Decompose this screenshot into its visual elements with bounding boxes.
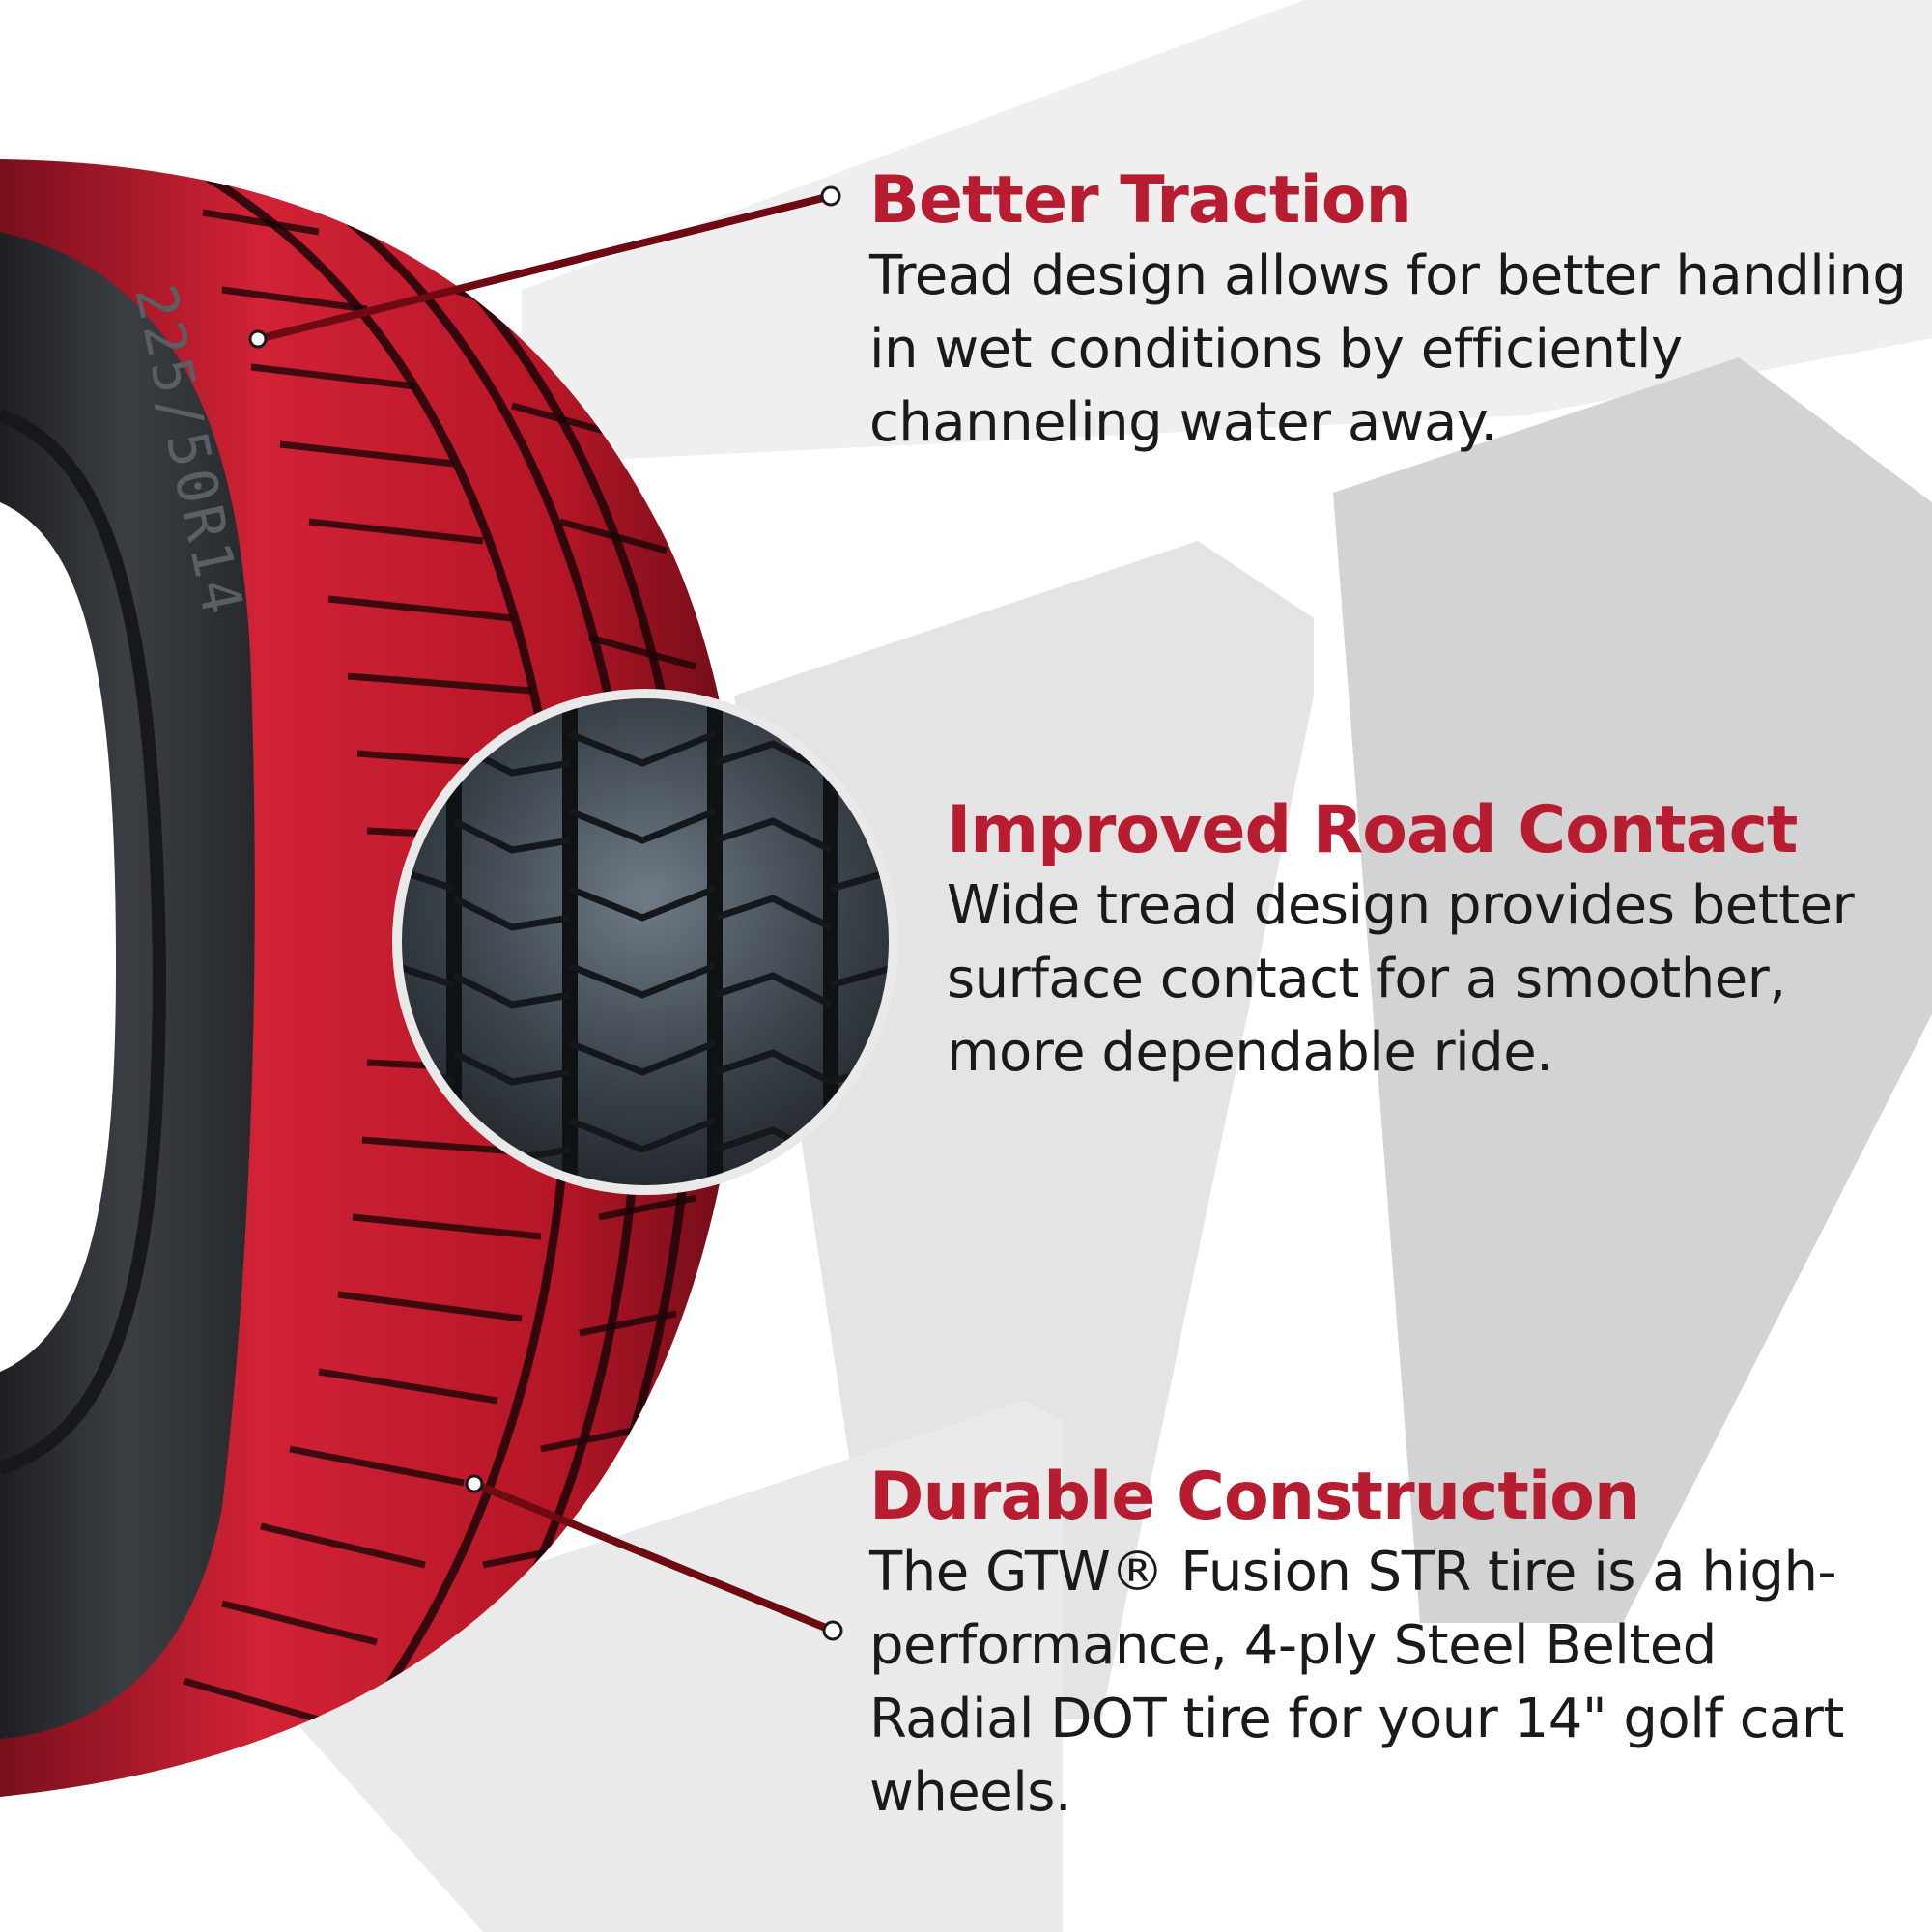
leader-line-durable [472,1480,835,1634]
feature-description: Tread design allows for better handling … [869,244,1907,454]
tire-bead [0,409,167,1475]
feature-title: Durable Construction [869,1459,1640,1535]
feature-title: Better Traction [869,162,1412,239]
leader-dot-durable-start [465,1474,484,1493]
chevron-shape-top [522,0,1932,464]
tire-inner-hole [0,502,116,1372]
leader-dot-traction-end [820,185,841,207]
chevron-shape-bottom [242,1401,1063,1932]
feature-title: Improved Road Contact [947,792,1798,868]
feature-description: The GTW® Fusion STR tire is a high-perfo… [869,1541,1844,1824]
feature-improved-road-contact: Improved Road Contact Wide tread design … [947,792,1913,1090]
feature-better-traction: Better Traction Tread design allows for … [869,162,1913,460]
feature-durable-construction: Durable Construction The GTW® Fusion STR… [869,1459,1893,1830]
feature-description: Wide tread design provides better surfac… [947,874,1855,1084]
leader-dot-durable-end [822,1620,843,1641]
chevron-shape-middle [734,541,1314,1719]
tread-blocks [183,209,696,1723]
leader-dot-traction-start [248,329,268,349]
leader-line-traction [257,192,832,343]
chevron-shape-right [1333,357,1932,1623]
